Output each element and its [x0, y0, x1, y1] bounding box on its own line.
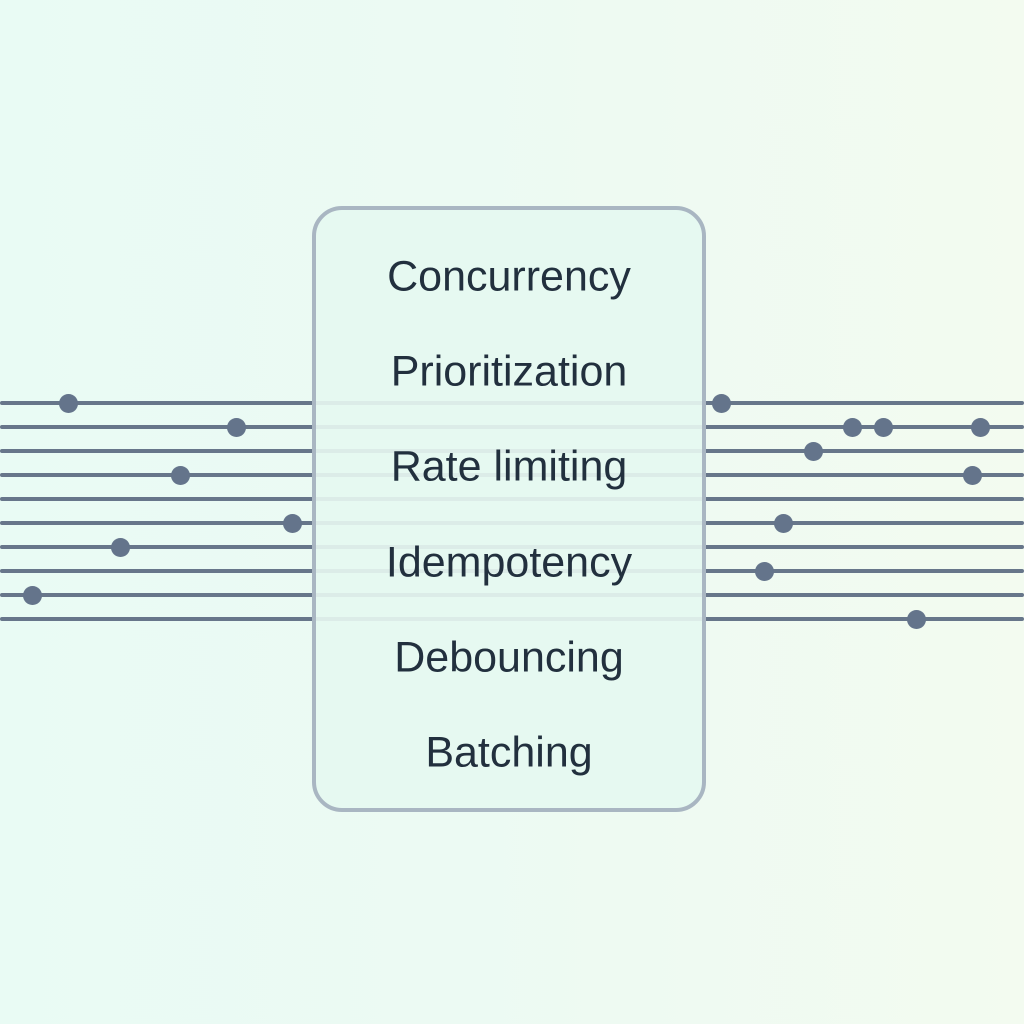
concept-label-idempotency: Idempotency: [385, 538, 633, 587]
signal-dot: [907, 610, 926, 629]
concept-label-batching: Batching: [425, 728, 593, 777]
signal-dot: [804, 442, 823, 461]
signal-dot: [774, 514, 793, 533]
card-faint-line: [316, 521, 702, 525]
concept-label-debouncing: Debouncing: [394, 633, 624, 682]
card-faint-line: [316, 425, 702, 429]
card-faint-line: [316, 401, 702, 405]
signal-dot: [712, 394, 731, 413]
signal-dot: [59, 394, 78, 413]
signal-dot: [874, 418, 893, 437]
card-faint-line: [316, 593, 702, 597]
signal-dot: [171, 466, 190, 485]
card-faint-line: [316, 545, 702, 549]
concept-label-concurrency: Concurrency: [387, 252, 631, 301]
signal-dot: [755, 562, 774, 581]
signal-dot: [283, 514, 302, 533]
concept-label-prioritization: Prioritization: [390, 347, 628, 396]
signal-dot: [843, 418, 862, 437]
signal-dot: [971, 418, 990, 437]
card-faint-line: [316, 473, 702, 477]
card-faint-line: [316, 497, 702, 501]
signal-dot: [227, 418, 246, 437]
signal-dot: [963, 466, 982, 485]
signal-dot: [111, 538, 130, 557]
card-faint-line: [316, 617, 702, 621]
card-faint-line: [316, 449, 702, 453]
concept-label-rate-limiting: Rate limiting: [390, 442, 628, 491]
signal-dot: [23, 586, 42, 605]
card-faint-line: [316, 569, 702, 573]
